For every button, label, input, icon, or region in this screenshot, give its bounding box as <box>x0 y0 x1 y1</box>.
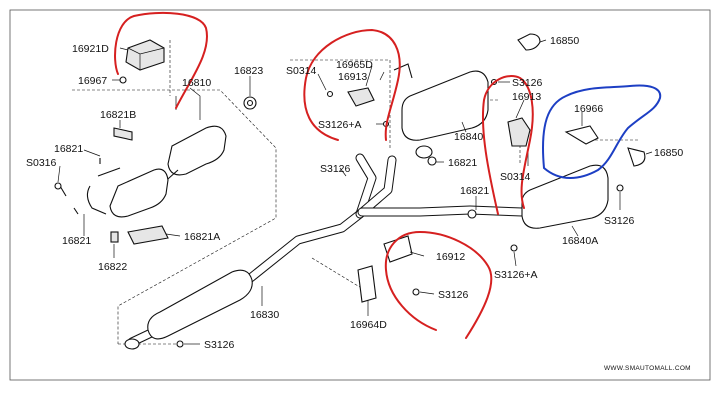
watermark: WWW.SMAUTOMALL.COM <box>604 365 691 372</box>
label-16822: 16822 <box>98 261 127 273</box>
label-16840: 16840 <box>454 131 483 143</box>
leader-lines <box>57 39 653 345</box>
small-parts <box>54 33 646 348</box>
heat-shield-16921D <box>125 39 165 71</box>
label-S3126-a: S3126 <box>320 163 351 175</box>
label-S0314-a: S0314 <box>286 65 317 77</box>
muffler-16840A <box>521 164 609 229</box>
label-S0314-b: S0314 <box>500 171 531 183</box>
label-S3126-b: S3126 <box>512 77 543 89</box>
label-16965D: 16965D <box>336 59 373 71</box>
label-16967: 16967 <box>78 75 107 87</box>
label-16830: 16830 <box>250 309 279 321</box>
label-16850-a: 16850 <box>550 35 579 47</box>
label-16964D: 16964D <box>350 319 387 331</box>
label-16840A: 16840A <box>562 235 598 247</box>
label-16921D: 16921D <box>72 43 109 55</box>
label-16966: 16966 <box>574 103 603 115</box>
label-S3126A-1: S3126+A <box>318 119 362 131</box>
catalytic-converter-16810 <box>86 125 227 218</box>
muffler-16840 <box>401 70 489 159</box>
label-16850-b: 16850 <box>654 147 683 159</box>
label-S3126-d: S3126 <box>438 289 469 301</box>
red-annotation-marks <box>114 11 534 339</box>
label-16823: 16823 <box>234 65 263 77</box>
label-S3126-c: S3126 <box>604 215 635 227</box>
label-16821-c: 16821 <box>448 157 477 169</box>
blue-annotation-mark <box>542 84 662 179</box>
label-16821B: 16821B <box>100 109 136 121</box>
label-16913-a: 16913 <box>338 71 367 83</box>
label-S3126-e: S3126 <box>204 339 235 351</box>
label-16913-b: 16913 <box>512 91 541 103</box>
front-resonator-16830 <box>124 269 253 350</box>
label-S3126A-2: S3126+A <box>494 269 538 281</box>
label-16821A: 16821A <box>184 231 220 243</box>
label-16912: 16912 <box>436 251 465 263</box>
label-16810: 16810 <box>182 77 211 89</box>
part-labels: 16921D 16967 16810 16823 16821B 16821 S0… <box>26 35 683 351</box>
label-16821-b: 16821 <box>62 235 91 247</box>
diagram-frame <box>9 9 711 381</box>
label-16821-a: 16821 <box>54 143 83 155</box>
label-16821-d: 16821 <box>460 185 489 197</box>
label-S0316: S0316 <box>26 157 57 169</box>
